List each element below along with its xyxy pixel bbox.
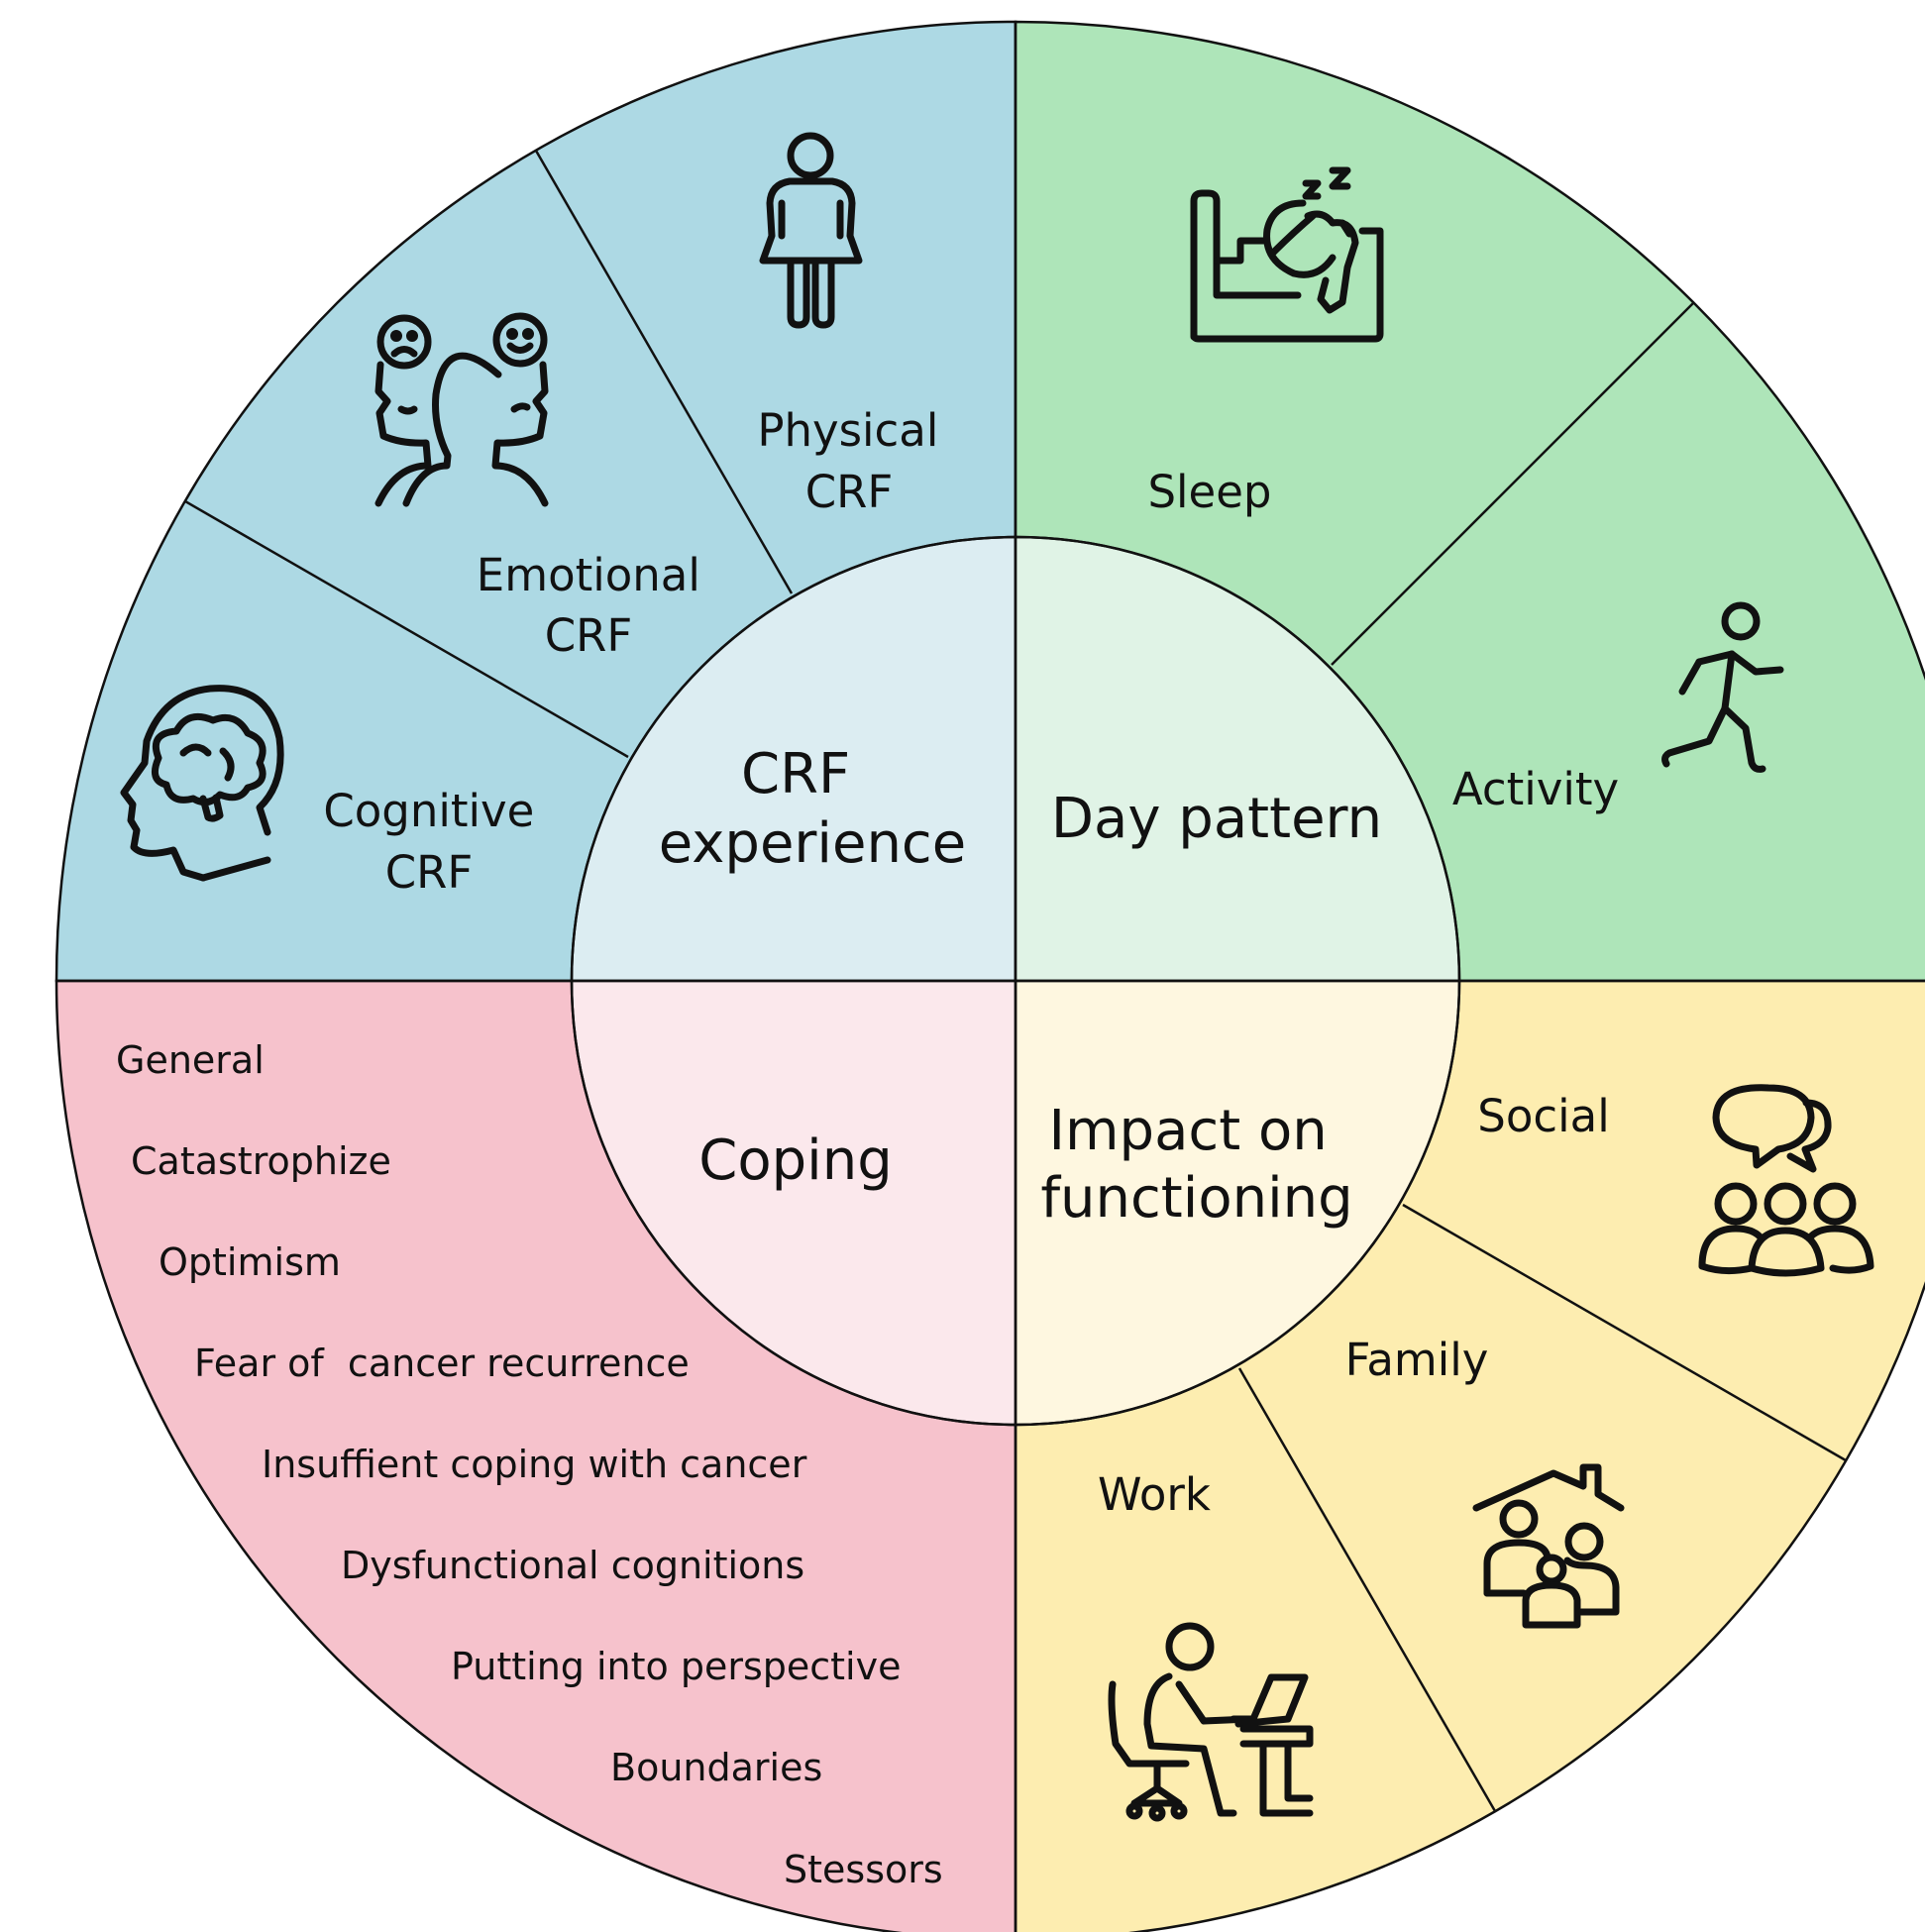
day-pattern-label: Day pattern (1051, 787, 1382, 851)
inner-circle-outline (570, 535, 1461, 1427)
coping-item-stessors: Stessors (784, 1848, 943, 1891)
cognitive-crf-line2: CRF (385, 846, 474, 899)
two-faces-icon (374, 312, 549, 507)
cognitive-crf-label: Cognitive CRF (323, 785, 548, 899)
brain-head-icon (120, 685, 284, 882)
coping-item-insufficient-coping: Insuffient coping with cancer (262, 1443, 807, 1486)
coping-item-fear-of-recurrence: Fear of cancer recurrence (194, 1342, 690, 1385)
crf-experience-label: CRF experience (659, 742, 966, 876)
emotional-crf-line1: Emotional (477, 549, 700, 601)
impact-line1: Impact on (1048, 1099, 1327, 1163)
social-label: Social (1477, 1090, 1609, 1142)
activity-label: Activity (1452, 763, 1619, 815)
impact-on-functioning-label: Impact on functioning (1040, 1099, 1352, 1231)
coping-item-putting-into-perspective: Putting into perspective (451, 1645, 901, 1688)
physical-crf-line2: CRF (805, 466, 894, 518)
physical-crf-label: Physical CRF (757, 404, 952, 518)
group-chat-icon (1698, 1084, 1874, 1277)
running-person-icon (1661, 601, 1784, 773)
coping-item-boundaries: Boundaries (610, 1746, 822, 1789)
coping-items-list: General Catastrophize Optimism Fear of c… (116, 1038, 943, 1891)
coping-label: Coping (698, 1128, 893, 1193)
family-house-icon (1472, 1463, 1625, 1629)
emotional-crf-label: Emotional CRF (477, 549, 714, 662)
coping-item-general: General (116, 1038, 265, 1082)
sleep-label: Sleep (1147, 466, 1271, 518)
family-label: Family (1345, 1334, 1489, 1386)
emotional-crf-line2: CRF (545, 609, 633, 662)
work-label: Work (1098, 1468, 1211, 1521)
cognitive-crf-line1: Cognitive (323, 785, 534, 837)
coping-item-dysfunctional-cognitions: Dysfunctional cognitions (341, 1544, 804, 1587)
physical-crf-line1: Physical (757, 404, 938, 457)
crf-experience-line2: experience (659, 811, 966, 876)
desk-worker-icon (1108, 1622, 1314, 1822)
impact-line2: functioning (1040, 1166, 1352, 1231)
segment-dividers (184, 150, 1847, 1812)
coping-item-optimism: Optimism (159, 1240, 341, 1284)
coping-item-catastrophize: Catastrophize (131, 1139, 391, 1183)
person-icon (759, 132, 863, 329)
crf-experience-line1: CRF (741, 742, 850, 806)
sleeping-bed-icon (1190, 166, 1384, 343)
